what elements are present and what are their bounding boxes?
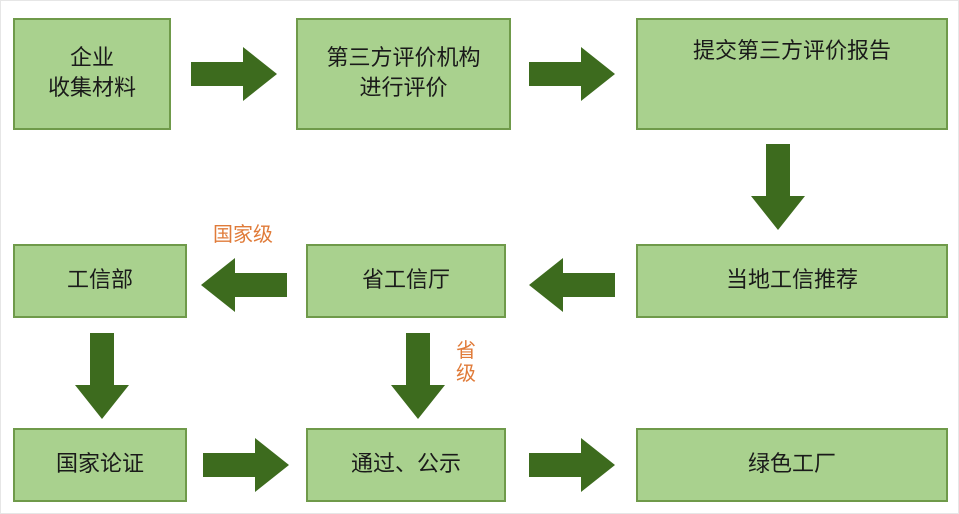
arrow-down-icon [391, 333, 445, 419]
node-approval-publicity-label: 通过、公示 [350, 452, 461, 478]
node-third-party-evaluation: 第三方评价机构 进行评价 [296, 18, 511, 130]
arrow-right-icon [529, 438, 615, 492]
node-provincial-dept: 省工信厅 [306, 244, 506, 318]
label-national-level: 国家级 [213, 222, 273, 246]
label-provincial-level: 省 级 [456, 338, 476, 385]
arrow-left-icon [529, 258, 615, 312]
arrow-right-icon [203, 438, 289, 492]
node-national-certification: 国家论证 [13, 428, 187, 502]
node-local-recommend: 当地工信推荐 [636, 244, 948, 318]
node-green-factory-label: 绿色工厂 [747, 452, 836, 478]
node-collect-materials-label: 企业 收集材料 [47, 46, 136, 101]
node-green-factory: 绿色工厂 [636, 428, 948, 502]
arrow-right-icon [529, 47, 615, 101]
arrow-right-icon [191, 47, 277, 101]
node-local-recommend-label: 当地工信推荐 [725, 268, 858, 294]
arrow-down-icon [75, 333, 129, 419]
arrow-left-icon [201, 258, 287, 312]
node-miit-label: 工信部 [66, 268, 133, 294]
node-collect-materials: 企业 收集材料 [13, 18, 171, 130]
node-national-certification-label: 国家论证 [55, 452, 144, 478]
node-miit: 工信部 [13, 244, 187, 318]
node-provincial-dept-label: 省工信厅 [361, 268, 450, 294]
node-submit-report: 提交第三方评价报告 [636, 18, 948, 130]
node-submit-report-label: 提交第三方评价报告 [692, 39, 891, 65]
node-approval-publicity: 通过、公示 [306, 428, 506, 502]
node-third-party-evaluation-label: 第三方评价机构 进行评价 [326, 46, 481, 101]
arrow-down-icon [751, 144, 805, 230]
